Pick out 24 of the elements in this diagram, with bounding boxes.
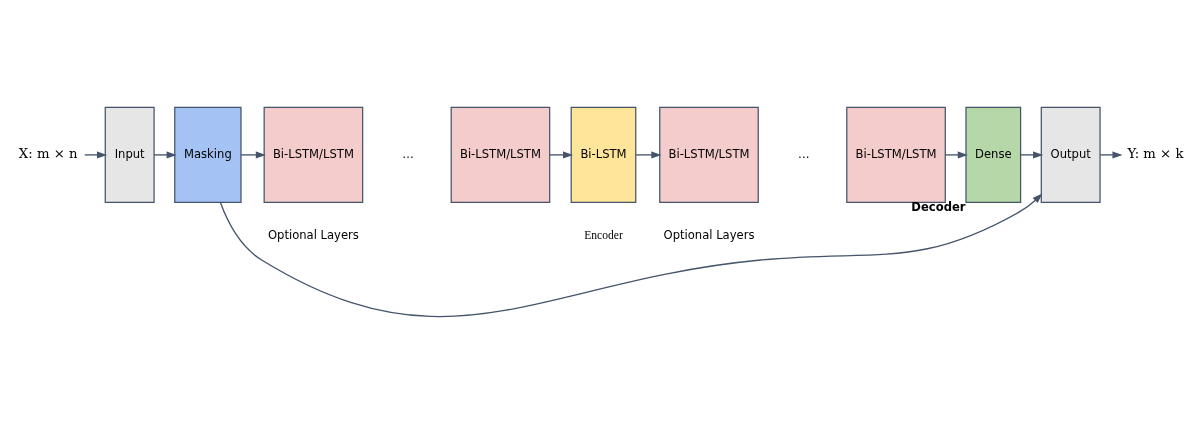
node-box: Bi-LSTM/LSTM xyxy=(263,106,364,204)
arrow xyxy=(1099,151,1123,159)
arrow xyxy=(635,151,662,159)
node-box: Output xyxy=(1040,106,1101,204)
label: Encoder xyxy=(584,229,623,243)
label: Optional Layers xyxy=(267,228,359,243)
node-box: Bi-LSTM/LSTM xyxy=(659,106,759,204)
arrow xyxy=(240,151,266,159)
arrow xyxy=(153,151,177,159)
label: … xyxy=(797,146,810,161)
arrow xyxy=(944,151,968,159)
arrow xyxy=(219,193,1043,317)
arrow xyxy=(1019,151,1044,159)
node-box: Dense xyxy=(965,106,1022,204)
arrow xyxy=(549,151,574,159)
node-text: X: m × n xyxy=(18,146,78,162)
node-text: Y: m × k xyxy=(1127,146,1184,162)
node-box: Bi-LSTM xyxy=(570,106,637,204)
node-box: Bi-LSTM/LSTM xyxy=(450,106,551,204)
node-box: Masking xyxy=(174,106,242,204)
node-box: Input xyxy=(104,106,155,204)
label: … xyxy=(402,146,414,161)
arrow xyxy=(84,151,108,159)
label: Optional Layers xyxy=(663,228,755,243)
